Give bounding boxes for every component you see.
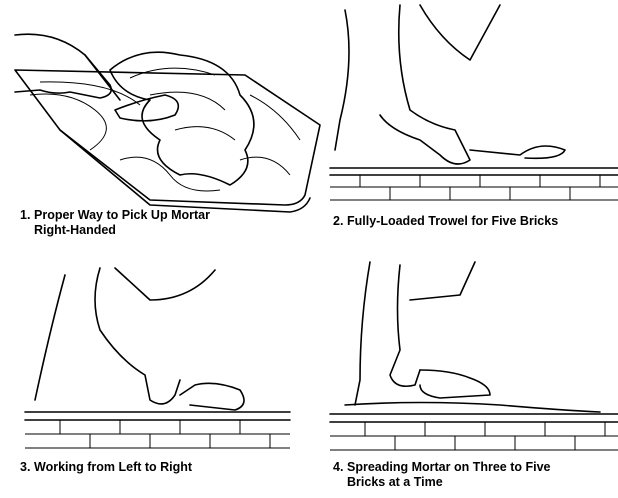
caption-line: Proper Way to Pick Up Mortar bbox=[34, 208, 210, 222]
panel-1-illustration bbox=[14, 33, 321, 213]
caption-number: 1. bbox=[20, 208, 31, 222]
caption-line: Working from Left to Right bbox=[34, 460, 193, 474]
caption-panel-2: 2.Fully-Loaded Trowel for Five Bricks bbox=[333, 214, 558, 229]
panel-2-illustration bbox=[329, 4, 618, 201]
caption-number: 3. bbox=[20, 460, 31, 474]
caption-number: 4. bbox=[333, 460, 344, 474]
caption-line: Right-Handed bbox=[34, 223, 116, 237]
panel-4-illustration bbox=[329, 261, 618, 451]
caption-line: Bricks at a Time bbox=[347, 475, 443, 489]
caption-number: 2. bbox=[333, 214, 344, 228]
caption-line: Fully-Loaded Trowel for Five Bricks bbox=[347, 214, 559, 228]
caption-panel-1: 1.Proper Way to Pick Up Mortar Right-Han… bbox=[20, 208, 210, 238]
caption-panel-4: 4.Spreading Mortar on Three to Five Bric… bbox=[333, 460, 551, 490]
panel-3-illustration bbox=[24, 267, 291, 449]
caption-panel-3: 3.Working from Left to Right bbox=[20, 460, 192, 475]
caption-line: Spreading Mortar on Three to Five bbox=[347, 460, 551, 474]
